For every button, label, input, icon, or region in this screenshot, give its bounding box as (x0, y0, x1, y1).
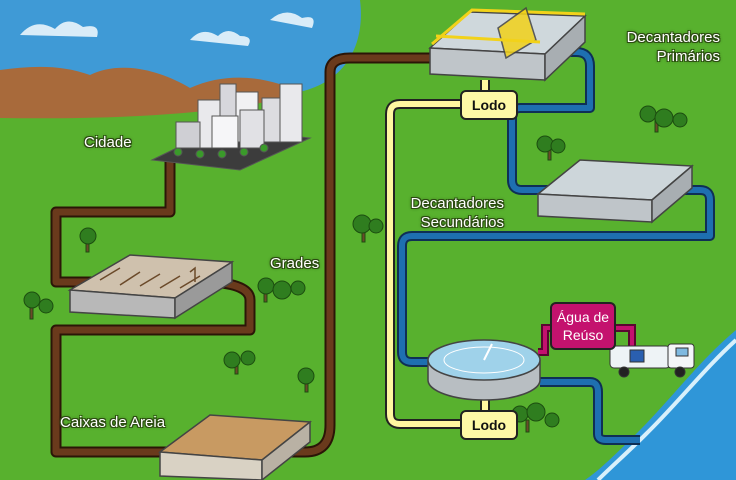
label-decantadores-secundarios-line1: Decantadores (410, 195, 504, 212)
sludge-pipe-fill (387, 80, 488, 427)
reuse-pipe-fill (538, 326, 634, 354)
city-block (150, 83, 312, 171)
label-grades: Grades (270, 255, 320, 272)
reuse-water-truck (609, 343, 695, 378)
label-decantadores-secundarios-line2: Secundários (420, 214, 504, 231)
river-foam (596, 338, 736, 480)
trees (23, 105, 688, 433)
agua-de-reuso-line2: Reúso (562, 327, 604, 343)
river (585, 330, 736, 480)
label-decantadores-primarios-line2: Primários (656, 48, 720, 65)
sky (0, 0, 361, 98)
lodo-box-bottom: Lodo (460, 410, 518, 440)
label-caixas-de-areia: Caixas de Areia (60, 414, 166, 431)
agua-de-reuso-line1: Água de (556, 309, 610, 325)
grades-tank (67, 254, 235, 320)
label-decantadores-primarios-line1: Decantadores (626, 29, 720, 46)
clouds (20, 12, 314, 46)
decantadores-primarios-tank (428, 6, 587, 82)
agua-de-reuso-box: Água de Reúso (550, 302, 616, 350)
label-cidade: Cidade (84, 134, 132, 151)
label-decantadores-secundarios: Decantadores Secundários (400, 194, 504, 232)
label-decantadores-primarios: Decantadores Primários (594, 28, 720, 66)
lodo-box-top: Lodo (460, 90, 518, 120)
caixas-de-areia-tank (157, 414, 312, 480)
clarificador-circular (427, 339, 541, 401)
decantadores-secundarios-tank (536, 159, 694, 224)
